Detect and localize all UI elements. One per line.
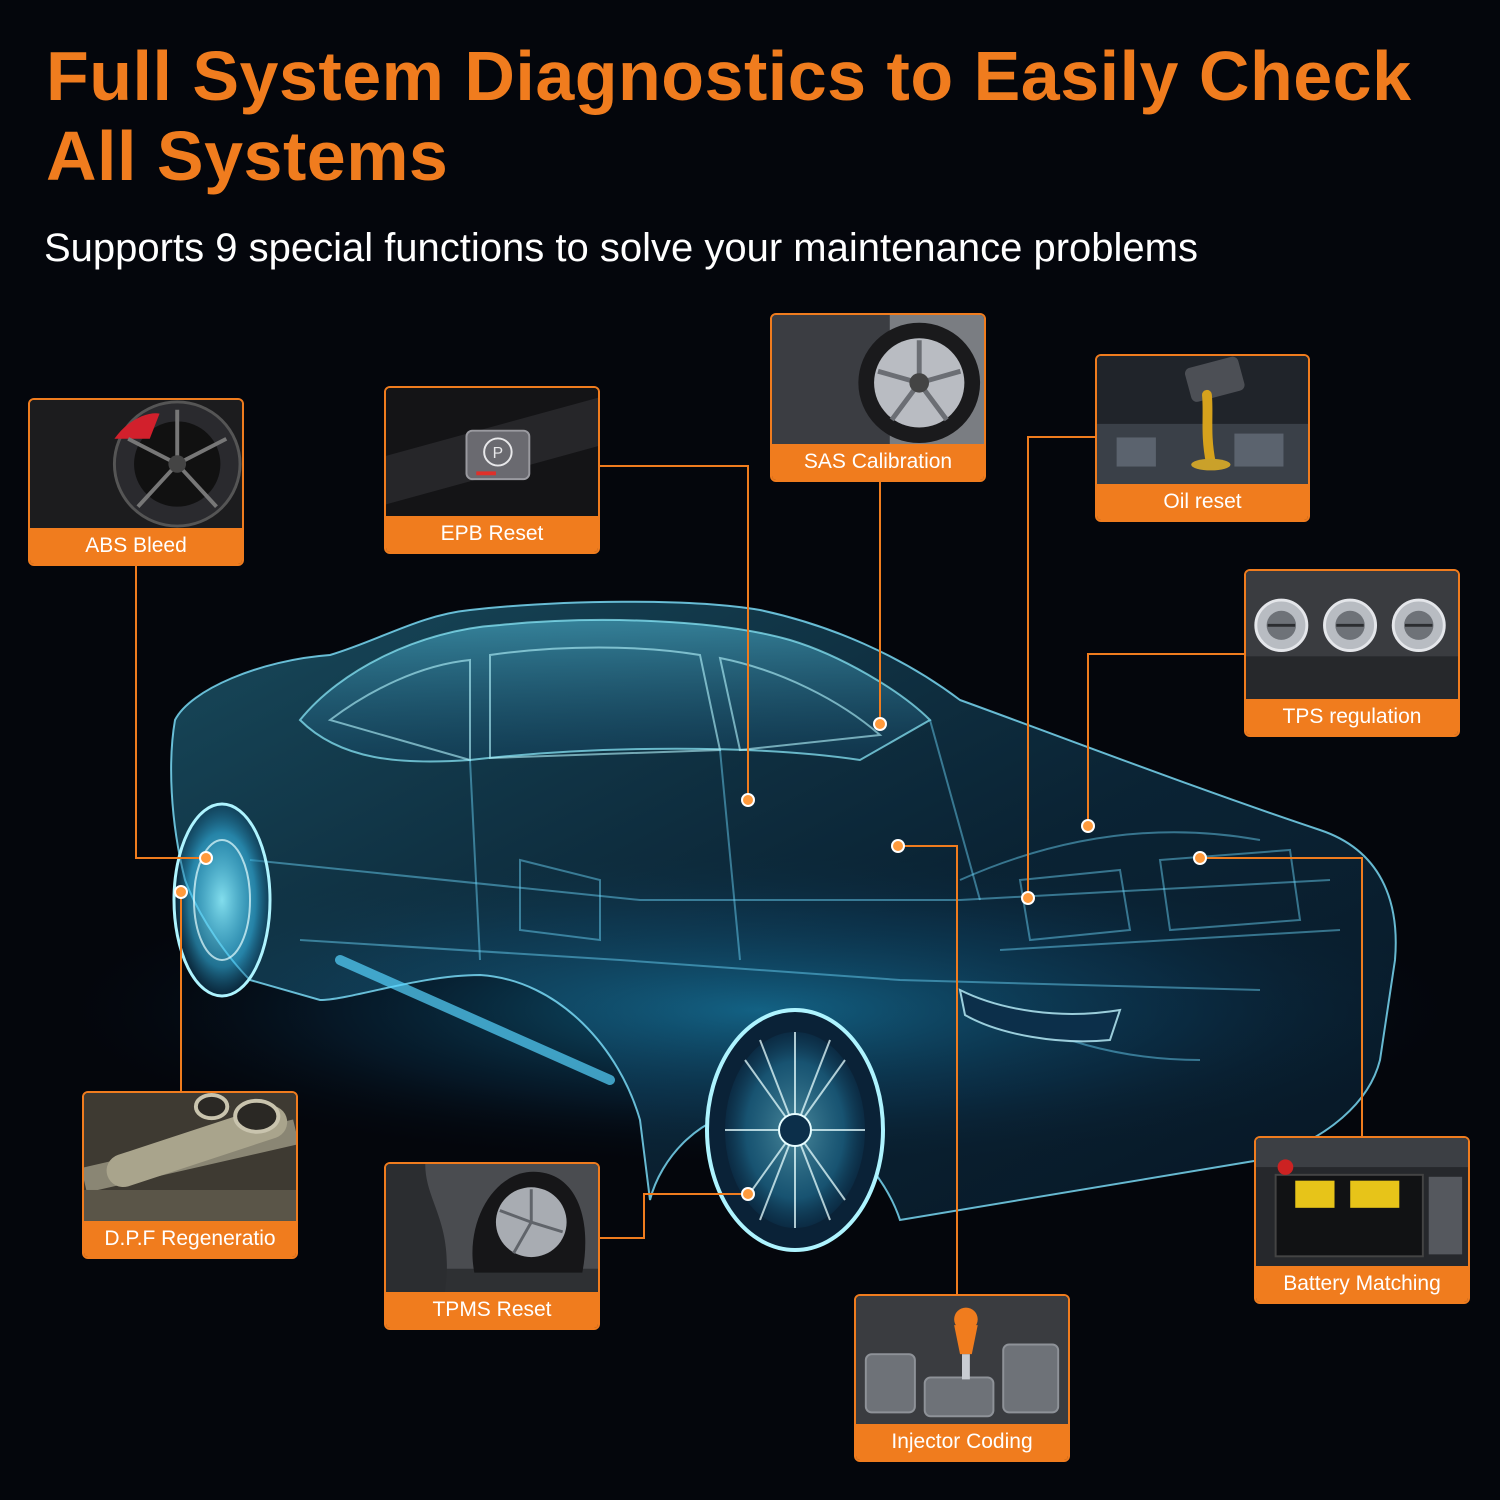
brake-caliper-icon [30,400,242,528]
tps-regulation-label: TPS regulation [1246,699,1458,735]
injector-coding-label: Injector Coding [856,1424,1068,1460]
battery-matching-label: Battery Matching [1256,1266,1468,1302]
oil-reset-label: Oil reset [1097,484,1308,520]
epb-reset-label: EPB Reset [386,516,598,552]
svg-text:P: P [493,445,503,462]
injector-coding-card: Injector Coding [854,1294,1070,1462]
parking-brake-button-icon: P [386,388,598,516]
oil-reset-card: Oil reset [1095,354,1310,522]
tps-regulation-card: TPS regulation [1244,569,1460,737]
flat-tire-icon [386,1164,598,1292]
car-battery-icon [1256,1138,1468,1266]
abs-bleed-label: ABS Bleed [30,528,242,564]
dpf-regeneration-card: D.P.F Regeneratio [82,1091,298,1259]
exhaust-pipe-icon [84,1093,296,1221]
wheel-icon [772,315,984,444]
oil-pour-icon [1097,356,1308,484]
tpms-reset-label: TPMS Reset [386,1292,598,1328]
sas-calibration-label: SAS Calibration [772,444,984,480]
tpms-reset-card: TPMS Reset [384,1162,600,1330]
dpf-regeneration-label: D.P.F Regeneratio [84,1221,296,1257]
sas-calibration-card: SAS Calibration [770,313,986,482]
epb-reset-card: P EPB Reset [384,386,600,554]
injector-engine-icon [856,1296,1068,1424]
throttle-body-icon [1246,571,1458,699]
battery-matching-card: Battery Matching [1254,1136,1470,1304]
abs-bleed-card: ABS Bleed [28,398,244,566]
headline: Full System Diagnostics to Easily Check … [46,37,1412,195]
subtitle: Supports 9 special functions to solve yo… [44,226,1198,270]
